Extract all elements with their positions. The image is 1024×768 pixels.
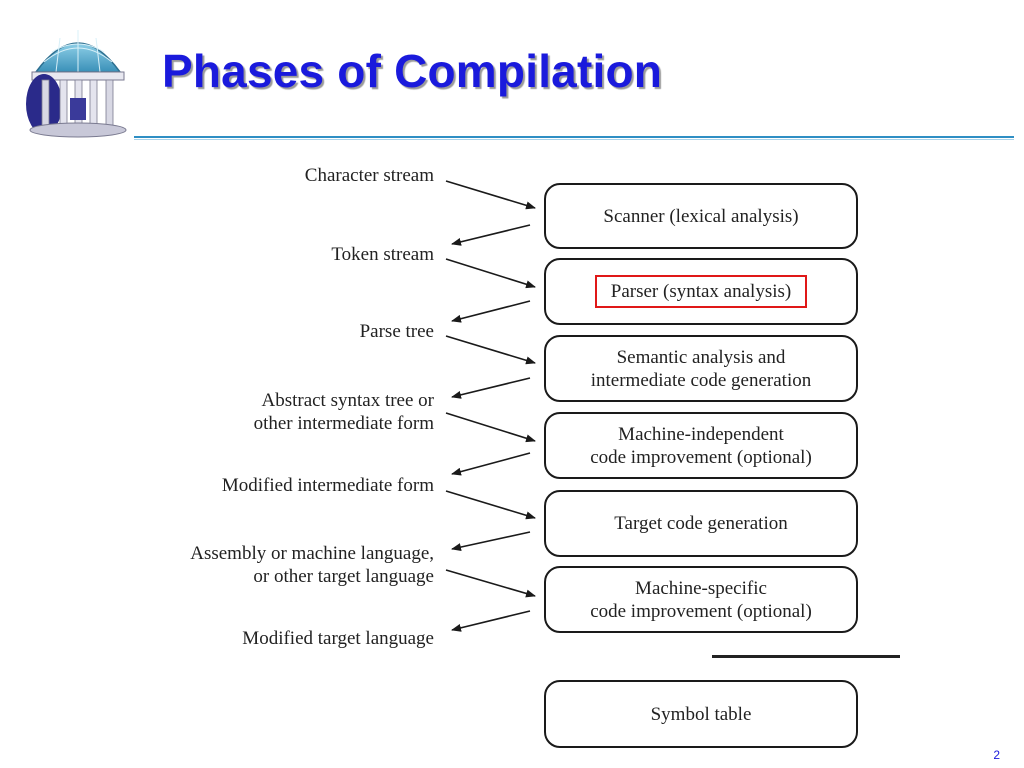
slide-title: Phases of Compilation: [162, 45, 663, 97]
stream-label-line: Assembly or machine language,: [190, 543, 434, 564]
phase-label: code improvement (optional): [590, 600, 812, 622]
arrow-into-phase: [445, 569, 536, 598]
stream-label-character-stream: Character stream: [305, 164, 434, 187]
stream-label-line: Abstract syntax tree or: [261, 390, 434, 411]
arrow-into-phase: [445, 335, 536, 365]
arrow-out-of-phase: [451, 300, 531, 323]
arrow-into-phase: [445, 490, 536, 520]
stream-label-line: Token stream: [331, 244, 434, 265]
phase-label: Symbol table: [650, 703, 752, 725]
stream-label-target-language: Assembly or machine language, or other t…: [190, 542, 434, 588]
arrow-out-of-phase: [451, 452, 531, 476]
stream-label-modified-target-language: Modified target language: [242, 627, 434, 650]
arrow-into-phase: [445, 258, 536, 289]
page-number: 2: [993, 748, 1000, 762]
phase-box-semantic-analysis: Semantic analysis and intermediate code …: [544, 335, 858, 402]
stream-label-line: or other target language: [253, 566, 434, 587]
stream-label-line: Modified target language: [242, 628, 434, 649]
stream-label-line: Modified intermediate form: [221, 475, 434, 496]
symbol-table-separator: [712, 655, 900, 658]
title-divider: [134, 136, 1014, 138]
stream-label-token-stream: Token stream: [331, 243, 434, 266]
phase-label: Semantic analysis and: [616, 346, 786, 368]
arrow-out-of-phase: [451, 224, 531, 246]
stream-label-line: other intermediate form: [253, 413, 434, 434]
phase-box-symbol-table: Symbol table: [544, 680, 858, 748]
title-divider-shadow: [134, 139, 1014, 140]
arrow-out-of-phase: [451, 377, 531, 399]
phase-label: code improvement (optional): [590, 446, 812, 468]
phase-box-machine-independent-improvement: Machine-independent code improvement (op…: [544, 412, 858, 479]
phase-label: Scanner (lexical analysis): [603, 205, 799, 227]
phase-label: intermediate code generation: [590, 369, 812, 391]
arrow-out-of-phase: [451, 610, 531, 632]
arrow-out-of-phase: [451, 531, 531, 551]
arrow-into-phase: [445, 412, 536, 443]
phase-box-scanner: Scanner (lexical analysis): [544, 183, 858, 249]
arrow-into-phase: [445, 180, 536, 210]
phase-label-highlighted: Parser (syntax analysis): [594, 275, 808, 308]
old-well-logo: [26, 30, 127, 138]
stream-label-modified-intermediate-form: Modified intermediate form: [222, 474, 434, 497]
stream-label-line: Character stream: [304, 165, 434, 186]
stream-label-line: Parse tree: [359, 321, 434, 342]
stream-label-abstract-syntax-tree: Abstract syntax tree or other intermedia…: [254, 389, 434, 435]
phase-label: Target code generation: [614, 513, 788, 534]
phase-label: Machine-specific: [635, 577, 767, 599]
phase-box-parser: Parser (syntax analysis): [544, 258, 858, 325]
phase-box-target-code-generation: Target code generation: [544, 490, 858, 557]
stream-label-parse-tree: Parse tree: [360, 320, 434, 343]
phase-label: Machine-independent: [618, 423, 784, 445]
phase-box-machine-specific-improvement: Machine-specific code improvement (optio…: [544, 566, 858, 633]
